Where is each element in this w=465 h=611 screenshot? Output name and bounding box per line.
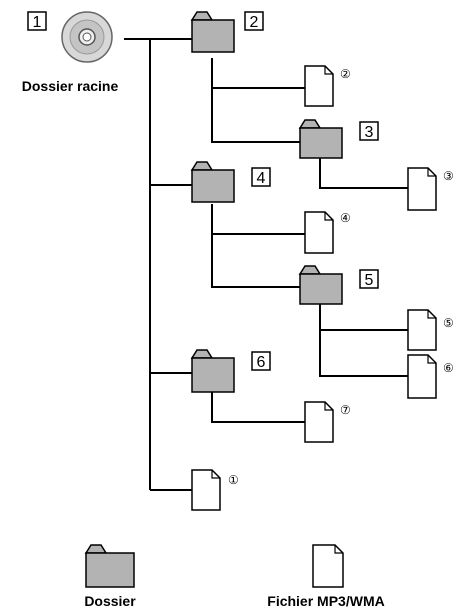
root-number: 1	[33, 14, 42, 31]
file-icon	[407, 309, 437, 351]
tree-connectors	[124, 38, 408, 491]
folder-number-box: 5	[359, 269, 379, 289]
disc-icon	[61, 11, 113, 63]
folder-number: 2	[250, 14, 259, 31]
file-number: ⑥	[443, 361, 454, 375]
file-icon	[407, 167, 437, 211]
file-number: ②	[340, 67, 351, 81]
legend-folder-label: Dossier	[84, 593, 136, 609]
file-number: ①	[228, 473, 239, 487]
folder-number: 4	[257, 170, 266, 187]
folder-number-box: 6	[251, 351, 271, 371]
folder-number: 5	[365, 272, 374, 289]
file-icon	[304, 211, 334, 254]
root-number-box: 1	[27, 11, 47, 31]
legend-file-icon	[312, 544, 344, 588]
folder-number-box: 2	[244, 11, 264, 31]
file-icon	[407, 354, 437, 399]
folder-number: 3	[365, 124, 374, 141]
folder-icon	[190, 161, 235, 203]
legend-file-label: Fichier MP3/WMA	[267, 593, 384, 609]
file-number: ③	[443, 169, 454, 183]
folder-icon	[298, 119, 343, 159]
folder-icon	[298, 265, 343, 305]
folder-number-box: 4	[251, 167, 271, 187]
folder-number: 6	[257, 354, 266, 371]
root-label: Dossier racine	[22, 78, 119, 94]
file-icon	[304, 401, 334, 443]
folder-number-box: 3	[359, 121, 379, 141]
file-number: ④	[340, 211, 351, 225]
folder-icon	[190, 11, 235, 53]
file-icon	[304, 65, 334, 107]
file-icon	[191, 469, 221, 511]
legend-folder-icon	[84, 544, 135, 588]
file-number: ⑦	[340, 403, 351, 417]
file-number: ⑤	[443, 316, 454, 330]
folder-icon	[190, 349, 235, 393]
